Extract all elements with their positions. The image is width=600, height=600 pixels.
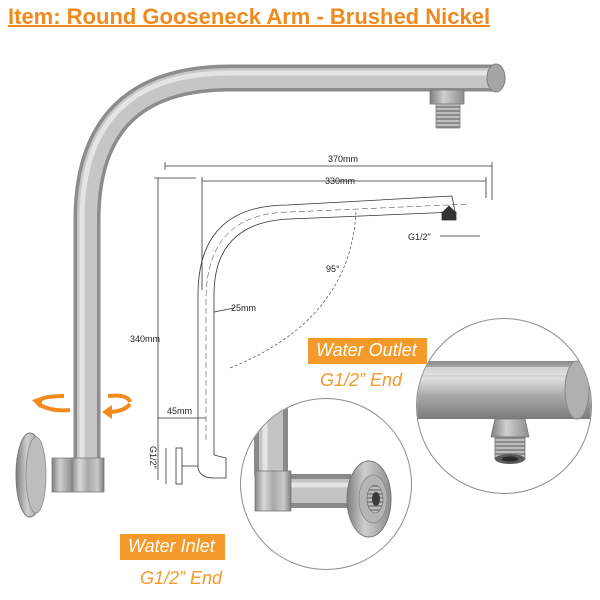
- inlet-label: Water Inlet: [120, 534, 225, 560]
- dim-width-outer: 370mm: [328, 154, 358, 164]
- item-title: Item: Round Gooseneck Arm - Brushed Nick…: [8, 4, 491, 29]
- dim-angle: 95°: [326, 264, 340, 274]
- dim-outlet-thread: G1/2": [408, 232, 431, 242]
- outlet-label: Water Outlet: [308, 338, 427, 364]
- outlet-closeup: [416, 318, 592, 494]
- dim-offset: 45mm: [167, 406, 192, 416]
- outlet-sub-label: G1/2” End: [320, 370, 403, 390]
- technical-drawing: [154, 162, 493, 485]
- rotate-arrows-icon: [32, 393, 132, 419]
- dim-width-inner: 330mm: [325, 176, 355, 186]
- gooseneck-arm: [15, 63, 506, 518]
- dim-inlet-thread: G1/2": [148, 446, 158, 469]
- inlet-sub-label: G1/2” End: [140, 568, 223, 588]
- inlet-closeup: [240, 398, 412, 570]
- dim-height: 340mm: [130, 334, 160, 344]
- dim-diameter: 25mm: [231, 303, 256, 313]
